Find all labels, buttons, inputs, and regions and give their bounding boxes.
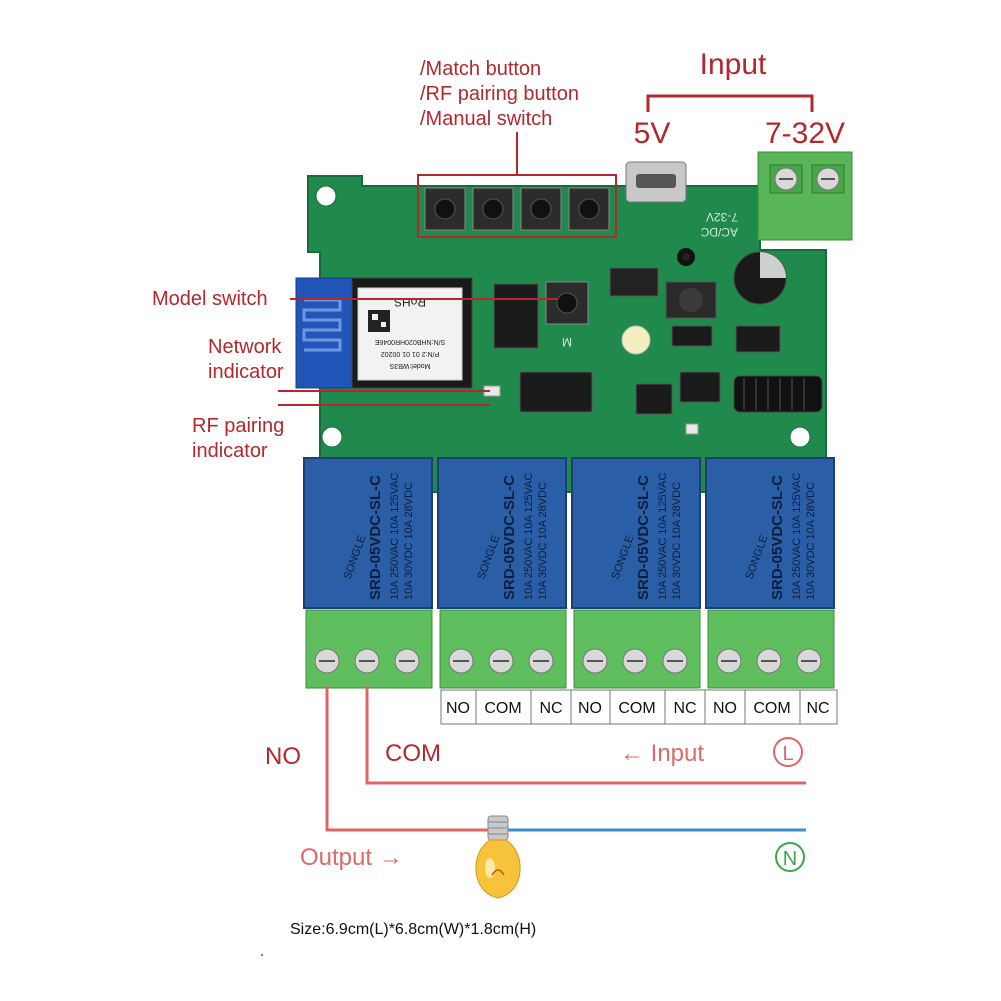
- output-terminal-block-4: [707, 609, 835, 689]
- tactile-button: [472, 187, 514, 231]
- callout-rf-pairing-button: /RF pairing button: [420, 83, 579, 105]
- input-bracket: [646, 94, 814, 112]
- tactile-button: [424, 187, 466, 231]
- input-7-32v-label: 7-32V: [765, 117, 845, 150]
- relay-3: SRD-05VDC-SL-C 10A 250VAC 10A 125VAC 10A…: [571, 457, 701, 609]
- wire-label-no: NO: [265, 743, 301, 770]
- relay-1: SRD-05VDC-SL-C 10A 250VAC 10A 125VAC 10A…: [303, 457, 433, 609]
- input-5v-label: 5V: [634, 117, 671, 150]
- module-rohs: RoHS: [394, 295, 426, 309]
- neutral-terminal-marker: N: [775, 842, 805, 872]
- voltage-regulator: [609, 267, 659, 297]
- model-switch-button: [545, 281, 589, 325]
- callout-match-button: /Match button: [420, 58, 541, 80]
- callout-rf-pairing-indicator-1: RF pairing: [192, 415, 284, 437]
- module-sn: S/N:NHB020HR0046E: [374, 338, 445, 345]
- terminal-label: COM: [618, 700, 655, 717]
- relay-rating-label: 10A 250VAC 10A 125VAC: [389, 473, 401, 600]
- callout-model-switch: Model switch: [152, 288, 268, 310]
- input-terminal-block: [757, 151, 853, 241]
- line-wire: [365, 686, 806, 785]
- terminal-label: NC: [806, 700, 829, 717]
- relay-rating-label: 10A 30VDC 10A 28VDC: [403, 482, 415, 600]
- electrolytic-capacitor: [733, 251, 787, 305]
- module-pn: P/N:2 01 01 00202: [381, 350, 439, 357]
- relay-2: SRD-05VDC-SL-C 10A 250VAC 10A 125VAC 10A…: [437, 457, 567, 609]
- relay-rating-label: 10A 250VAC 10A 125VAC: [791, 473, 803, 600]
- qr-code: [368, 310, 390, 332]
- relay-rating-label: 10A 30VDC 10A 28VDC: [805, 482, 817, 600]
- led-indicator: [685, 423, 699, 435]
- light-bulb-icon: [475, 815, 521, 899]
- transistor: [635, 383, 673, 415]
- wire-label-com: COM: [385, 740, 441, 767]
- transistor: [679, 371, 721, 403]
- callout-network-indicator-2: indicator: [208, 361, 284, 383]
- relay-rating-label: 10A 250VAC 10A 125VAC: [657, 473, 669, 600]
- led-indicator: [621, 325, 651, 355]
- terminal-label: NO: [713, 700, 737, 717]
- relay-rating-label: 10A 30VDC 10A 28VDC: [537, 482, 549, 600]
- terminal-label: NC: [539, 700, 562, 717]
- terminal-label: NC: [673, 700, 696, 717]
- diode: [671, 325, 713, 347]
- tactile-button: [568, 187, 610, 231]
- neutral-label: N: [783, 848, 797, 870]
- output-terminal-block-3: [573, 609, 701, 689]
- terminal-label: COM: [753, 700, 790, 717]
- tactile-button: [520, 187, 562, 231]
- terminal-label: NO: [578, 700, 602, 717]
- callout-rf-pairing-indicator-2: indicator: [192, 440, 268, 462]
- usb-port: [625, 161, 687, 203]
- silk-voltage: 7-32V: [706, 210, 738, 224]
- stray-dot: [261, 954, 263, 956]
- rf-antenna-coil: [733, 375, 823, 413]
- line-label: L: [782, 743, 793, 765]
- terminal-label: COM: [484, 700, 521, 717]
- relay-rating-label: 10A 30VDC 10A 28VDC: [671, 482, 683, 600]
- relay-model-label: SRD-05VDC-SL-C: [367, 475, 384, 600]
- transistor: [735, 325, 781, 353]
- terminal-label: NO: [446, 700, 470, 717]
- input-title: Input: [700, 48, 767, 81]
- relay-model-label: SRD-05VDC-SL-C: [769, 475, 786, 600]
- module-model: Model:WB3S: [389, 362, 430, 369]
- output-terminal-block-1: [305, 609, 433, 689]
- callout-manual-switch: /Manual switch: [420, 108, 552, 130]
- tactile-buttons: [424, 187, 610, 231]
- line-terminal-marker: L: [773, 737, 803, 767]
- ic-chip: [519, 371, 593, 413]
- relay-model-label: SRD-05VDC-SL-C: [635, 475, 652, 600]
- wifi-module: RoHS Model:WB3S P/N:2 01 01 00202 S/N:NH…: [295, 277, 473, 389]
- terminal-label-table: NO COM NC NO COM NC NO COM NC: [440, 689, 838, 725]
- output-wire: [325, 686, 498, 832]
- output-terminal-block-2: [439, 609, 567, 689]
- relay-model-label: SRD-05VDC-SL-C: [501, 475, 518, 600]
- callout-network-indicator-1: Network: [208, 336, 282, 358]
- wire-label-output: Output →: [300, 844, 403, 871]
- relay-rating-label: 10A 250VAC 10A 125VAC: [523, 473, 535, 600]
- wire-label-input: ← Input: [620, 740, 704, 767]
- silk-acdc: AC/DC: [700, 225, 738, 239]
- switch-mark: M: [562, 335, 572, 349]
- ic-chip: [493, 283, 539, 349]
- size-dimensions: Size:6.9cm(L)*6.8cm(W)*1.8cm(H): [290, 921, 536, 938]
- relay-4: SRD-05VDC-SL-C 10A 250VAC 10A 125VAC 10A…: [705, 457, 835, 609]
